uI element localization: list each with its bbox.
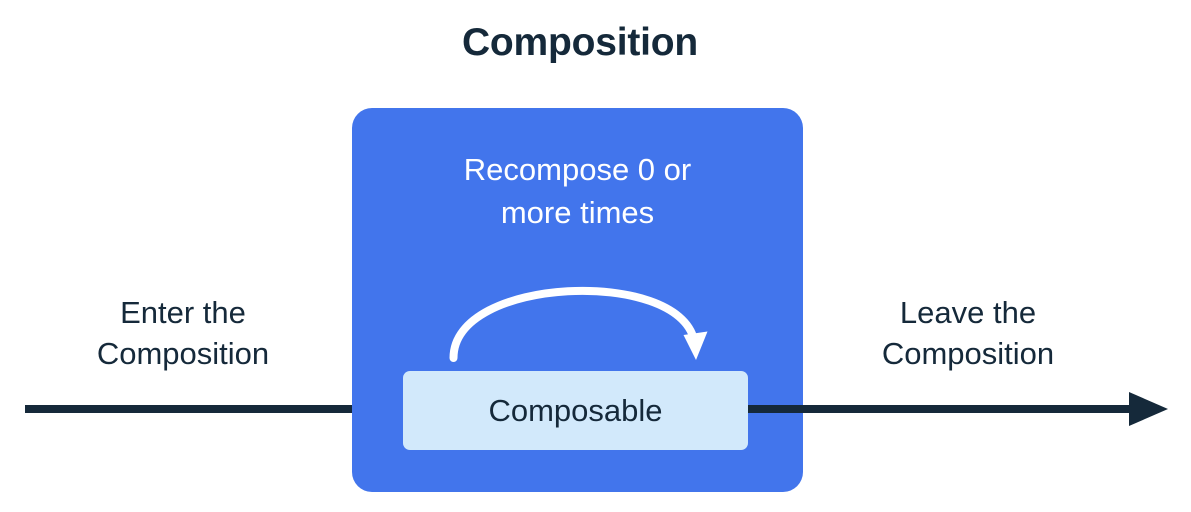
curved-loop-arrow-icon: [449, 286, 708, 362]
recompose-caption: Recompose 0 or more times: [463, 152, 692, 230]
leave-composition-label: Leave the Composition: [881, 295, 1055, 371]
composable-node-label: Composable: [488, 393, 663, 428]
page-title: Composition: [461, 21, 699, 64]
leave-flow-right-arrow-icon: [748, 392, 1168, 426]
enter-composition-label: Enter the Composition: [96, 295, 270, 371]
composable-node: Composable: [403, 371, 748, 450]
enter-flow-right-arrow-icon: [25, 392, 402, 426]
